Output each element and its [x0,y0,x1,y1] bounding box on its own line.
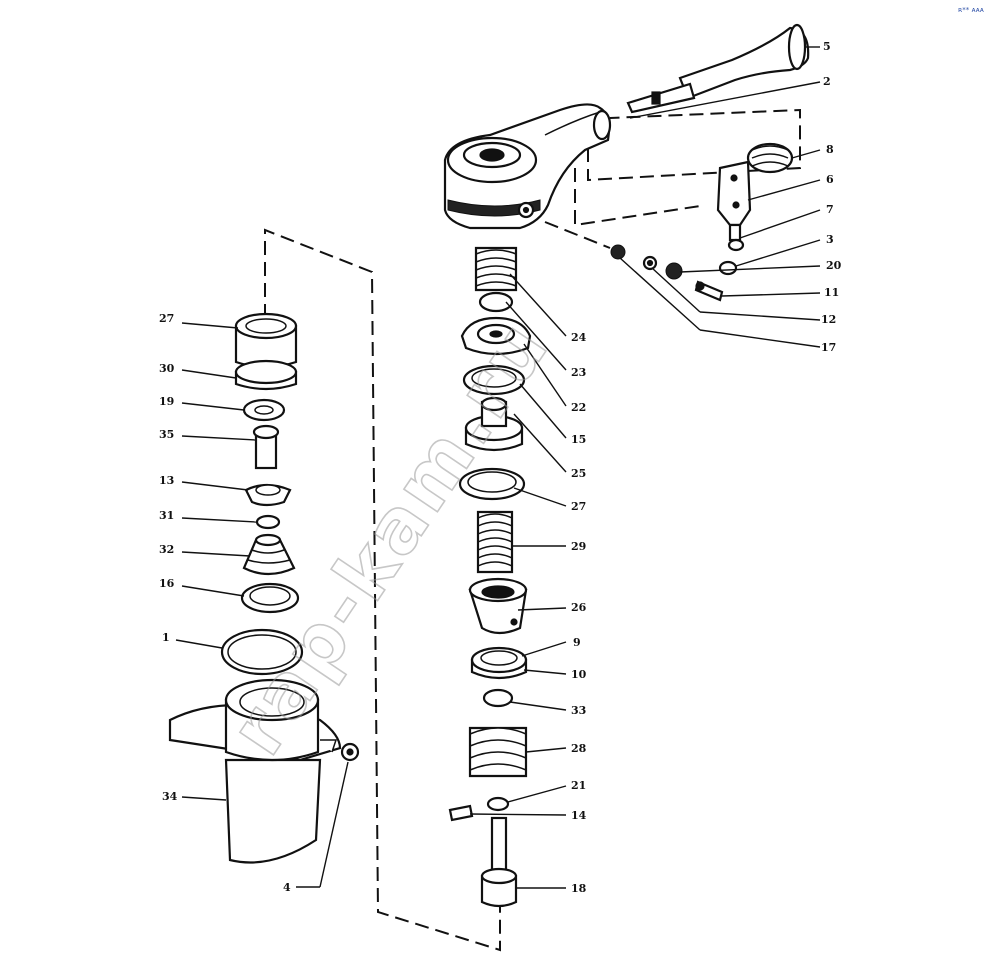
label-15: 15 [571,433,586,446]
part-27-cap [234,312,298,369]
lever-knob-5 [626,23,810,114]
part-11-bolt [694,280,724,302]
part-27-ring [458,467,526,501]
label-3: 3 [826,233,834,246]
label-7: 7 [826,203,834,216]
leader-lines [175,46,821,889]
label-32: 32 [159,543,174,556]
part-15-ring [462,364,526,396]
label-21: 21 [571,779,586,792]
part-4-nut [340,742,360,762]
part-18-plunger [480,816,518,908]
label-18: 18 [571,882,587,895]
label-11: 11 [824,286,839,299]
label-4: 4 [283,881,291,894]
part-28-spring [468,726,528,778]
label-28: 28 [571,742,587,755]
corner-mark: ʀ** ᴀᴀᴀ [958,6,984,14]
label-6: 6 [826,173,834,186]
part-16-ring [240,582,300,614]
part-22-plate [460,316,532,356]
label-34: 34 [162,790,178,803]
part-8-spring [746,142,794,174]
part-7-pin [727,223,745,252]
label-33: 33 [571,704,586,717]
label-12: 12 [821,313,836,326]
part-1-ring [220,628,304,676]
label-19: 19 [159,395,174,408]
part-17-nut [610,244,626,260]
label-24: 24 [571,331,587,344]
label-35: 35 [159,428,174,441]
label-27b: 27 [571,500,586,513]
part-24-spring [474,246,518,292]
part-32-boot [242,533,296,576]
label-16: 16 [159,577,175,590]
part-29-spring [476,510,514,574]
part-23-washer [478,291,514,313]
label-9: 9 [573,636,581,649]
upper-housing [443,103,612,230]
label-27a: 27 [159,312,174,325]
label-13: 13 [159,474,174,487]
part-13-cup [244,483,292,507]
label-10: 10 [571,668,587,681]
label-26: 26 [571,601,587,614]
part-25-spool [464,396,524,452]
part-9-10-seat [470,646,528,680]
label-20: 20 [826,259,842,272]
part-33-washer [482,688,514,708]
part-26-cup [468,577,528,635]
part-35-bushing [252,424,280,470]
label-25: 25 [571,467,586,480]
label-17: 17 [821,341,836,354]
callout-labels: 5 2 8 6 7 3 20 11 12 17 24 23 22 15 25 2… [159,40,842,895]
part-14-pin [448,804,474,822]
label-29: 29 [571,540,586,553]
part-19-washer [242,398,286,422]
label-23: 23 [571,366,586,379]
label-8: 8 [826,143,834,156]
label-22: 22 [571,401,586,414]
label-5: 5 [823,40,831,53]
assembly-dashed-lines [264,108,801,952]
label-31: 31 [159,509,174,522]
part-3-nut [718,260,738,276]
part-6-fork [716,160,752,227]
label-2: 2 [823,75,831,88]
part-34-base [168,678,342,864]
part-30-ring [234,359,298,391]
part-21-washer [486,796,510,812]
part-31-washer [255,514,281,530]
label-30: 30 [159,362,175,375]
part-20-nut [665,262,683,280]
label-1: 1 [162,631,170,644]
part-12-washer [642,255,658,271]
label-14: 14 [571,809,587,822]
